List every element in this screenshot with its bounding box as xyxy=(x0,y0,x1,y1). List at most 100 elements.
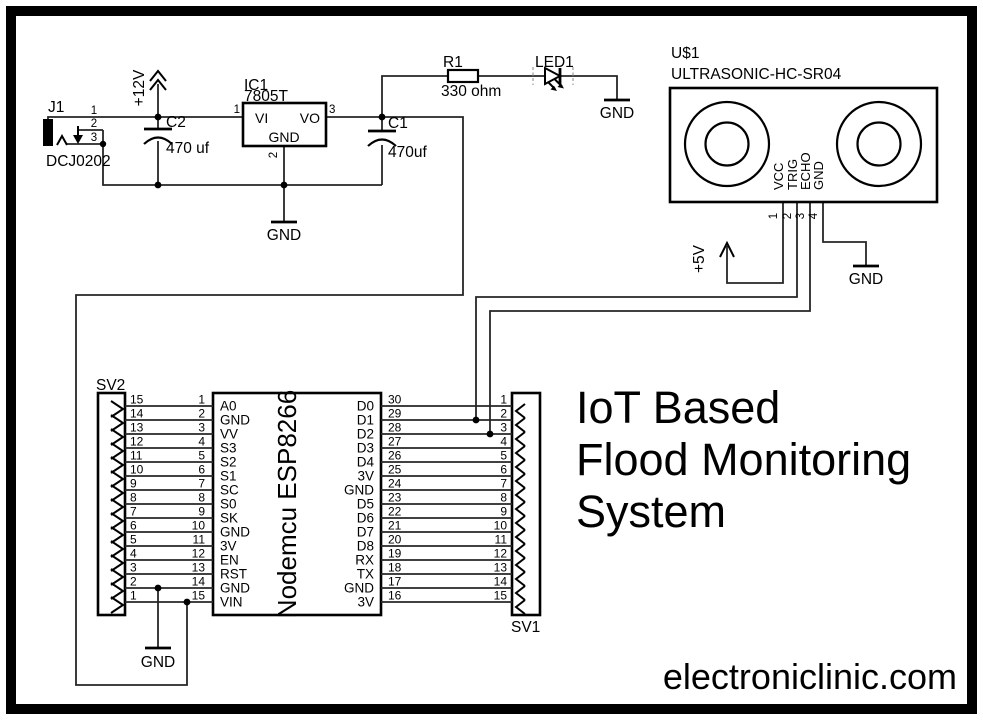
sv2-pin-contact-icon xyxy=(110,554,125,572)
sv2-inner-number: 11 xyxy=(193,533,206,547)
led1-ref-label: LED1 xyxy=(535,54,574,71)
net-5v-wire xyxy=(326,75,618,185)
sv1-pin-contact-icon xyxy=(514,445,526,461)
junction-dot xyxy=(472,416,480,424)
junction-dot xyxy=(378,113,386,121)
junction-dot xyxy=(99,140,107,148)
sv1-number: 1 xyxy=(500,393,507,407)
nodemcu-right-number: 22 xyxy=(388,505,402,519)
sensor-pin-vcc-label: VCC xyxy=(771,163,786,190)
nodemcu-right-pin-label: GND xyxy=(344,581,374,596)
sensor-pin3-number: 3 xyxy=(795,213,807,219)
ic1-vo-label: VO xyxy=(300,110,320,126)
led1-gnd-symbol-label: GND xyxy=(600,105,634,122)
sensor-pin4-number: 4 xyxy=(808,212,820,219)
nodemcu-left-pin-label: 3V xyxy=(220,539,237,554)
sv1-pin-contact-icon xyxy=(514,529,526,545)
sv1-number: 15 xyxy=(494,589,508,603)
nodemcu-right-number: 23 xyxy=(388,491,402,505)
sv1-pin-contact-icon xyxy=(514,557,526,573)
nodemcu-right-number: 16 xyxy=(388,589,402,603)
sv2-label: SV2 xyxy=(96,377,125,394)
jack-pin3-number: 3 xyxy=(91,132,97,144)
sv2-pin-contact-icon xyxy=(110,526,125,544)
nodemcu-left-pin-label: GND xyxy=(220,413,250,428)
sensor-ref-label: U$1 xyxy=(671,45,699,62)
nodemcu-right-pin-label: D4 xyxy=(357,455,375,470)
sv2-pin-contact-icon xyxy=(110,456,125,474)
sv2-inner-number: 15 xyxy=(192,589,206,603)
sv1-pin-contact-icon xyxy=(514,571,526,587)
nodemcu-right-pin-label: D3 xyxy=(357,441,374,456)
sv2-inner-number: 14 xyxy=(192,575,206,589)
junction-dot xyxy=(154,584,162,592)
sv2-pin-contact-icon xyxy=(110,596,125,614)
sv2-pin-contact-icon xyxy=(110,470,125,488)
sv1-number: 2 xyxy=(500,407,507,421)
watermark-text: electroniclinic.com xyxy=(663,656,957,697)
sv2-header-body xyxy=(96,391,127,617)
ic1-gnd-symbol-label: GND xyxy=(267,227,301,244)
sv2-inner-number: 13 xyxy=(192,561,206,575)
supply-12v-label: +12V xyxy=(131,69,148,106)
r1-body xyxy=(446,68,480,84)
sv2-pin-contact-icon xyxy=(110,498,125,516)
dc-jack-contact-icon xyxy=(56,133,68,146)
nodemcu-right-pin-label: RX xyxy=(355,553,374,568)
led1-diode-icon xyxy=(544,66,563,86)
led1-emission-arrowhead2-icon xyxy=(557,83,564,89)
nodemcu-right-pin-label: D0 xyxy=(357,399,374,414)
ultrasonic-sensor: U$1 ULTRASONIC-HC-SR04 VCC TRIG ECHO GND… xyxy=(668,45,939,288)
sv1-number: 12 xyxy=(494,547,508,561)
title-block: IoT Based Flood Monitoring System xyxy=(576,382,911,537)
sensor-vcc-wire xyxy=(726,202,784,284)
nodemcu-right-number: 18 xyxy=(388,561,402,575)
sv1-pin-contact-icon xyxy=(514,403,526,419)
led1-terminal-marks-icon xyxy=(532,67,574,85)
title-line-1: IoT Based xyxy=(576,382,780,433)
sensor-transducer-right-inner-icon xyxy=(856,121,902,167)
sv2-outer-number: 2 xyxy=(130,575,137,589)
sensor-part-label: ULTRASONIC-HC-SR04 xyxy=(671,66,842,83)
nodemcu-right-number: 20 xyxy=(388,533,402,547)
sv2-pin-contact-icon xyxy=(110,414,125,432)
sv1-number: 13 xyxy=(494,561,508,575)
supply-5v-arrow-icon xyxy=(719,240,735,258)
sv2-pin-contact-icon xyxy=(110,400,125,418)
sv1-number: 4 xyxy=(500,435,507,449)
sv2-outer-number: 3 xyxy=(130,561,137,575)
nodemcu-left-pin-label: S1 xyxy=(220,469,237,484)
title-line-3: System xyxy=(576,486,726,537)
sv2-inner-number: 2 xyxy=(198,407,205,421)
r1-ref-label: R1 xyxy=(443,54,463,71)
sv2-inner-number: 5 xyxy=(198,449,205,463)
sv2-inner-number: 9 xyxy=(198,505,205,519)
c2-curved-plate-icon xyxy=(143,136,173,145)
nodemcu-right-pin-label: D8 xyxy=(357,539,374,554)
nodemcu-left-pin-label: A0 xyxy=(220,399,237,414)
sensor-pin1-number: 1 xyxy=(768,213,780,219)
sensor-trig-wire xyxy=(475,202,798,420)
sv2-outer-number: 9 xyxy=(130,477,137,491)
nodemcu-right-pin-label: D7 xyxy=(357,525,374,540)
sv1-pin-contact-icon xyxy=(514,487,526,503)
jack-pin2-number: 2 xyxy=(91,118,97,130)
sv2-outer-number: 13 xyxy=(130,421,144,435)
power-section: J1 1 2 3 DCJ0202 +12V C2 470 uf IC1 7805… xyxy=(43,54,634,244)
nodemcu-left-pin-label: SC xyxy=(220,483,239,498)
junction-dot xyxy=(486,430,494,438)
nodemcu-right-pin-label: D2 xyxy=(357,427,374,442)
dc-jack-barrel-icon xyxy=(43,119,53,146)
c1-value-label: 470uf xyxy=(388,144,427,161)
nodemcu-right-number: 29 xyxy=(388,407,402,421)
sv1-number: 7 xyxy=(500,477,507,491)
sensor-pin-gnd-label: GND xyxy=(811,161,826,190)
sv2-outer-number: 1 xyxy=(130,589,137,603)
sv2-pin-contact-icon xyxy=(110,484,125,502)
dc-jack-switch-arrow-icon xyxy=(73,135,83,144)
title-line-2: Flood Monitoring xyxy=(576,434,911,485)
